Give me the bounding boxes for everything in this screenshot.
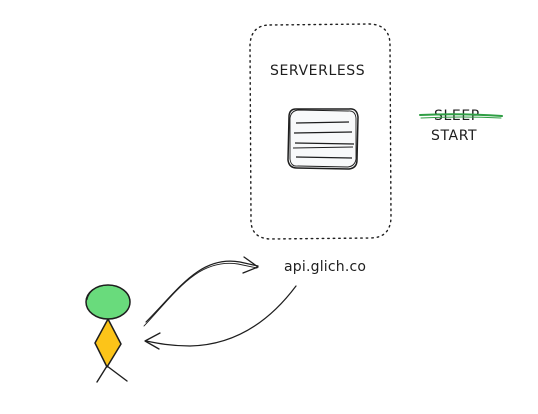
response-arrow	[144, 285, 297, 350]
server-stack-icon	[287, 108, 359, 170]
request-arrowhead	[242, 256, 259, 274]
server-line-1	[295, 121, 350, 124]
container-border	[249, 23, 392, 240]
request-arrow	[143, 256, 259, 327]
start-label: START	[431, 128, 477, 144]
server-line-3	[294, 142, 355, 145]
user-head-sketch	[86, 284, 131, 303]
sleep-strikethrough	[419, 113, 503, 117]
response-arrowhead	[144, 332, 161, 350]
user-body	[94, 318, 122, 368]
user-left-leg	[96, 365, 108, 383]
server-box	[287, 108, 359, 170]
server-line-4	[292, 146, 354, 149]
serverless-container	[249, 23, 392, 240]
stick-figure-icon	[85, 284, 131, 383]
response-arrow-line	[145, 285, 297, 347]
endpoint-label: api.glich.co	[284, 259, 366, 275]
sleep-label: SLEEP	[434, 108, 480, 124]
server-box-sketch	[289, 109, 357, 168]
request-arrow-line-sketch	[143, 262, 258, 327]
request-arrow-line	[145, 260, 259, 323]
server-line-2	[293, 131, 353, 134]
server-line-5	[295, 156, 353, 159]
sleep-strikethrough-sketch	[420, 116, 502, 119]
user-right-leg	[106, 365, 128, 382]
serverless-label: SERVERLESS	[270, 63, 365, 79]
